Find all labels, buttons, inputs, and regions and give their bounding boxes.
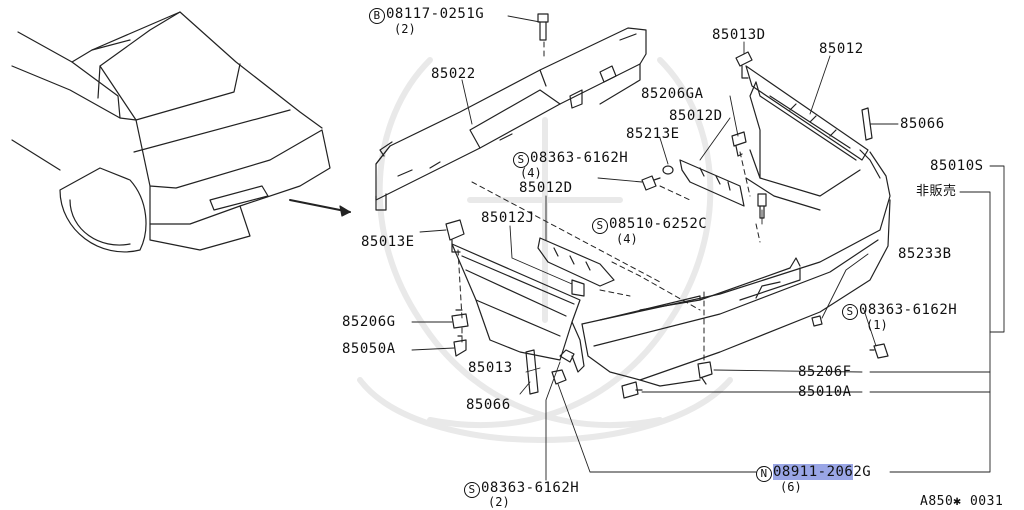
rivet-85010A-shape: [621, 381, 643, 399]
label-85012-top: 85012: [819, 41, 864, 57]
clip-85206F-shape: [697, 361, 713, 385]
washer-85213E-shape: [662, 165, 674, 175]
prefix-s-circle: S: [464, 482, 480, 498]
part-code: 08363-6162H: [530, 150, 629, 166]
qty-08510: (4): [616, 232, 638, 246]
clip-85206G-shape: [451, 309, 469, 329]
label-85022: 85022: [431, 66, 476, 82]
qty-08911: (6): [780, 480, 802, 494]
car-outline: [11, 11, 351, 253]
label-85213E: 85213E: [626, 126, 680, 142]
clip-85206GA-shape: [731, 131, 747, 157]
nut-08911-shape: [551, 369, 567, 385]
clip-85233B-shape: [811, 315, 823, 327]
label-85233B: 85233B: [898, 246, 952, 262]
label-85012D-right: 85012D: [669, 108, 723, 124]
bracket-85012D-left-shape: [537, 237, 615, 287]
label-85013E: 85013E: [361, 234, 415, 250]
label-85010S: 85010S: [930, 158, 984, 174]
part-code: 08363-6162H: [859, 302, 958, 318]
bumper-fascia-85010S-shape: [581, 81, 891, 387]
label-85010A: 85010A: [798, 384, 852, 400]
bracket-85013E-shape: [445, 219, 465, 253]
qty-08117: (2): [394, 22, 416, 36]
side-piece-85012J-shape: [571, 279, 585, 297]
prefix-b-circle: B: [369, 8, 385, 24]
label-85206G: 85206G: [342, 314, 396, 330]
prefix-s-circle: S: [592, 218, 608, 234]
qty-08363-mid: (4): [520, 166, 542, 180]
strip-85066-right-shape: [861, 107, 873, 141]
bolt-08117-shape: [537, 13, 549, 41]
qty-08363-bottom: (2): [488, 495, 510, 509]
label-85066-left: 85066: [466, 397, 511, 413]
retainer-85012-shape: [745, 65, 869, 161]
label-85206GA: 85206GA: [641, 86, 704, 102]
watermark-emblem: [357, 57, 733, 443]
valance-85013-shape: [451, 243, 585, 373]
label-85013: 85013: [468, 360, 513, 376]
prefix-s-circle: S: [513, 152, 529, 168]
bracket-85013D-shape: [735, 51, 753, 79]
reinforcement-85022-shape: [375, 27, 647, 211]
highlighted-part-code: 08911-206: [773, 464, 854, 480]
label-85013D: 85013D: [712, 27, 766, 43]
label-85066-right: 85066: [900, 116, 945, 132]
label-85012D-left: 85012D: [519, 180, 573, 196]
screw-08363-right-shape: [869, 343, 889, 359]
label-85050A: 85050A: [342, 341, 396, 357]
strip-85066-left-shape: [525, 349, 539, 395]
part-code: 08363-6162H: [481, 480, 580, 496]
diagram-reference-code: A850✱ 0031: [920, 494, 1004, 509]
label-85206F: 85206F: [798, 364, 852, 380]
part-code: 08117-0251G: [386, 6, 485, 22]
clip-85050A-shape: [453, 335, 467, 357]
label-not-sold: 非販売: [916, 184, 957, 199]
screw-08363-mid-shape: [641, 175, 661, 191]
label-85012J: 85012J: [481, 210, 535, 226]
bracket-85012D-right-shape: [679, 159, 745, 207]
leader-lines: [411, 15, 1005, 481]
qty-08363-right: (1): [866, 318, 888, 332]
screw-08363-bottom-shape: [559, 349, 575, 363]
prefix-s-circle: S: [842, 304, 858, 320]
assembly-dashed-lines: [457, 41, 761, 361]
prefix-n-circle: N: [756, 466, 772, 482]
part-code-tail: 2G: [853, 464, 872, 480]
part-code: 08510-6252C: [609, 216, 708, 232]
